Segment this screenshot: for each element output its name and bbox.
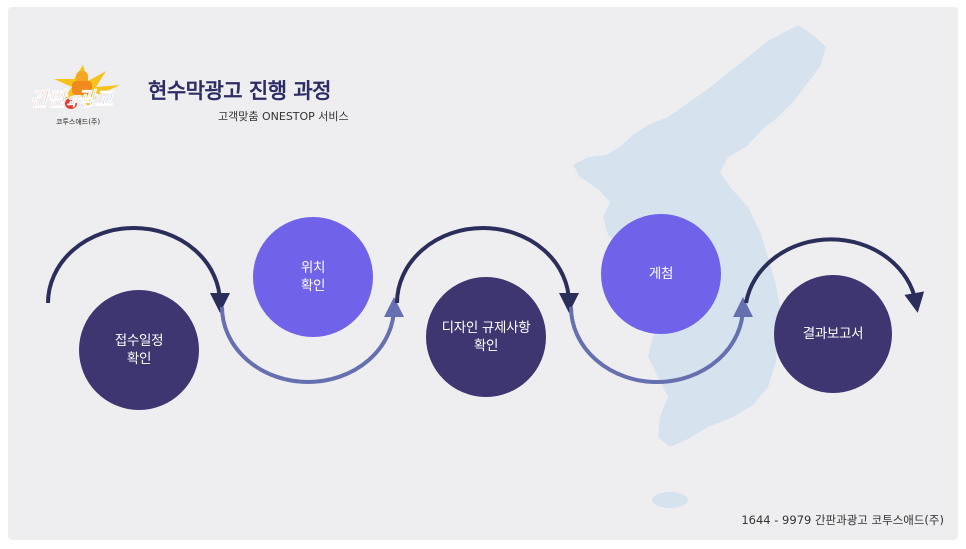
step-1-circle: 접수일정 확인 [79, 290, 199, 410]
step-5-circle: 결과보고서 [774, 275, 892, 393]
page-subtitle: 고객맞춤 ONESTOP 서비스 [218, 110, 349, 123]
arc-lower-1 [220, 297, 404, 384]
arc-lower-2 [569, 297, 753, 384]
process-flow-arcs [46, 226, 925, 384]
arc-upper-1 [46, 226, 230, 313]
logo-company-name: 코투스애드(주) [56, 118, 101, 126]
logo-text-2: 과 [64, 98, 78, 109]
step-2-circle: 위치 확인 [253, 217, 373, 337]
arc-upper-2 [395, 226, 579, 313]
logo-text-3: 광고 [77, 87, 113, 112]
logo-text-1: 간판 [30, 87, 66, 112]
footer-contact: 1644 - 9979 간판과광고 코투스애드(주) [741, 513, 944, 527]
step-3-circle: 디자인 규제사항 확인 [426, 277, 546, 397]
arc-upper-3 [744, 237, 925, 313]
page-title: 현수막광고 진행 과정 [148, 79, 332, 103]
thumbs-up-icon [54, 65, 120, 107]
step-4-circle: 게첨 [601, 214, 721, 334]
